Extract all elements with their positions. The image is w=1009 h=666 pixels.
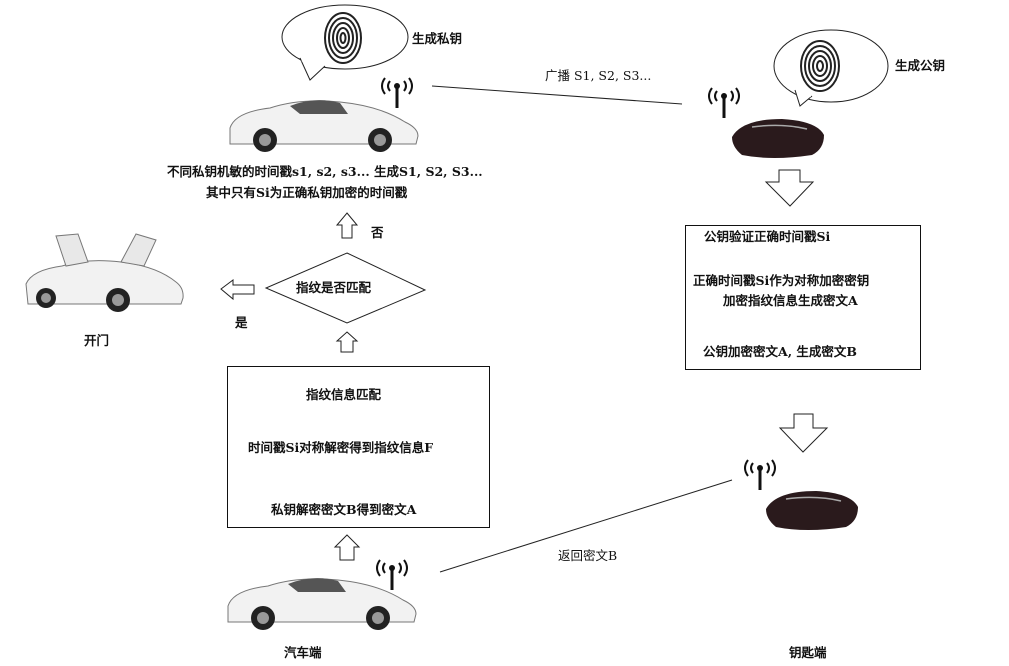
- return-line: [439, 479, 733, 573]
- key-process-box: [685, 225, 921, 370]
- down-arrow-icon: [764, 169, 815, 207]
- fingerprint-icon: [800, 40, 840, 92]
- process-step-symmetric-decrypt: 时间戳Si对称解密得到指纹信息F: [248, 440, 434, 455]
- car-top-image: [229, 100, 419, 152]
- return-label: 返回密文B: [558, 548, 618, 563]
- car-open-door-image: [25, 233, 184, 312]
- key-fob-image: [766, 491, 858, 530]
- fingerprint-icon: [324, 12, 362, 64]
- open-door-label: 开门: [84, 333, 110, 348]
- left-arrow-icon: [220, 279, 255, 301]
- decision-label: 指纹是否匹配: [296, 280, 372, 295]
- antenna-icon: [381, 77, 413, 108]
- broadcast-line: [431, 85, 683, 105]
- process-step-private-decrypt: 私钥解密密文B得到密文A: [271, 502, 417, 517]
- decision-diamond: [264, 252, 427, 324]
- timestamp-caption-line2: 其中只有Si为正确私钥加密的时间戳: [206, 185, 408, 200]
- down-arrow-icon: [778, 413, 829, 453]
- broadcast-label: 广播 S1, S2, S3...: [545, 68, 652, 83]
- generate-public-key-label: 生成公钥: [895, 58, 946, 73]
- antenna-icon: [376, 559, 408, 590]
- key-step-public-encrypt: 公钥加密密文A, 生成密文B: [703, 344, 857, 359]
- car-process-box: [227, 366, 490, 528]
- yes-label: 是: [235, 315, 248, 330]
- up-arrow-icon: [335, 212, 359, 239]
- generate-private-key-label: 生成私钥: [412, 31, 463, 46]
- antenna-icon: [708, 87, 740, 118]
- key-fob-image: [732, 119, 824, 158]
- car-bottom-image: [227, 578, 417, 630]
- key-end-label: 钥匙端: [789, 645, 827, 660]
- up-arrow-icon: [333, 534, 361, 561]
- timestamp-caption-line1: 不同私钥机敏的时间戳s1, s2, s3... 生成S1, S2, S3...: [167, 164, 483, 179]
- antenna-icon: [744, 459, 776, 490]
- car-end-label: 汽车端: [284, 645, 322, 660]
- process-step-fingerprint-match: 指纹信息匹配: [306, 387, 382, 402]
- key-step-symmetric-key: 正确时间戳Si作为对称加密密钥: [693, 273, 870, 288]
- no-label: 否: [371, 225, 384, 240]
- up-arrow-icon: [335, 331, 359, 353]
- key-step-verify-timestamp: 公钥验证正确时间戳Si: [704, 229, 831, 244]
- key-step-encrypt-fingerprint: 加密指纹信息生成密文A: [723, 293, 858, 308]
